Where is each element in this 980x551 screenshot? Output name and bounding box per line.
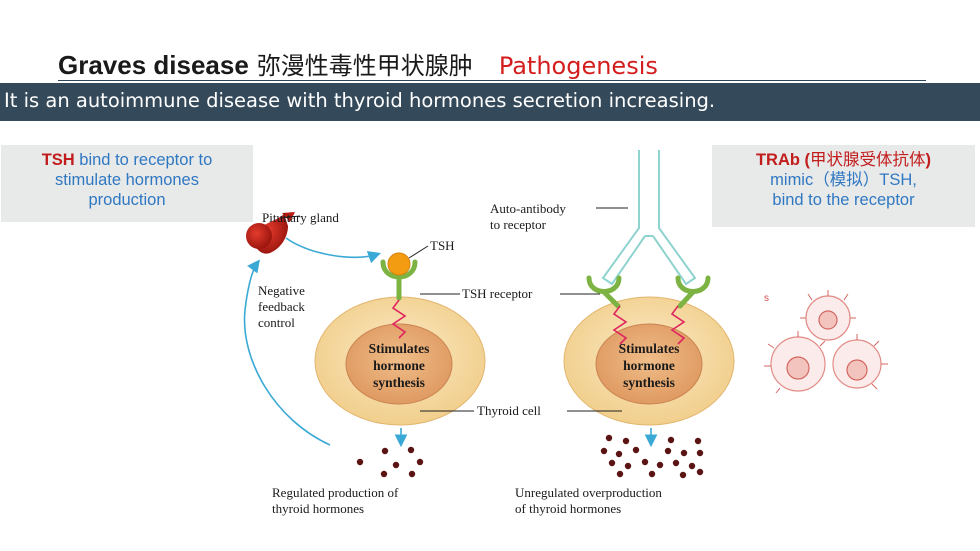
- regulated-caption-1: Regulated production of: [272, 485, 399, 500]
- negative-feedback-label-1: Negative: [258, 283, 305, 298]
- lymphocyte-1: [800, 290, 856, 341]
- pituitary-label: Pituitary gland: [262, 210, 339, 225]
- slide-title: Graves disease 弥漫性毒性甲状腺肿 Pathogenesis: [58, 46, 658, 80]
- regulated-hormones: [356, 446, 424, 478]
- tsh-note-line-1: TSH bind to receptor to: [1, 150, 253, 170]
- thyroid-cell-label: Thyroid cell: [477, 403, 541, 418]
- stim-left-2: hormone: [373, 358, 425, 373]
- trab-note-bold-end: ): [925, 151, 932, 169]
- trab-note-line-2a: mimic（: [770, 171, 830, 189]
- tsh-note-line-3: production: [88, 191, 166, 209]
- tsh-note-line-2: stimulate hormones: [55, 171, 199, 189]
- negative-feedback-label-2: feedback: [258, 299, 305, 314]
- negative-feedback-label-3: control: [258, 315, 295, 330]
- stim-right-3: synthesis: [623, 375, 675, 390]
- regulated-caption-2: thyroid hormones: [272, 501, 364, 516]
- unregulated-caption-1: Unregulated overproduction: [515, 485, 662, 500]
- tsh-receptor-left: [380, 259, 418, 301]
- trab-note-box: TRAb (甲状腺受体抗体) mimic（模拟）TSH, bind to the…: [712, 145, 975, 227]
- stim-left-3: synthesis: [373, 375, 425, 390]
- trab-note-line-2b: ）TSH,: [862, 171, 917, 189]
- auto-antibody-label-2: to receptor: [490, 217, 547, 232]
- tsh-molecule: [387, 252, 411, 276]
- trab-note-bold-zh: 甲状腺受体抗体: [810, 150, 926, 169]
- tsh-receptor-right-2: [675, 275, 711, 309]
- tsh-receptor-label: TSH receptor: [462, 286, 533, 301]
- negative-feedback-arrow: [243, 259, 331, 446]
- trab-note-line-2: mimic（模拟）TSH,: [712, 170, 975, 190]
- nucleus-right: [595, 323, 703, 405]
- signal-zigzag-right-1: [612, 305, 628, 345]
- auto-antibody-label-1: Auto-antibody: [490, 201, 566, 216]
- trab-note-bold: TRAb (: [755, 151, 811, 169]
- banner-text: It is an autoimmune disease with thyroid…: [4, 89, 716, 112]
- unregulated-hormones: [600, 434, 704, 479]
- tsh-pointer: [408, 245, 429, 259]
- trab-note-line-1: TRAb (甲状腺受体抗体): [712, 150, 975, 170]
- title-subtitle: Pathogenesis: [498, 52, 658, 80]
- cells-mark: s: [764, 293, 769, 304]
- trab-note-line-3: bind to the receptor: [772, 191, 915, 209]
- tsh-release-arrow: [285, 237, 382, 264]
- signal-zigzag-right-2: [670, 305, 686, 345]
- signal-zigzag-left: [391, 299, 407, 339]
- lymphocyte-2: [764, 331, 826, 394]
- nucleus-left: [345, 323, 453, 405]
- stim-left-1: Stimulates: [369, 341, 430, 356]
- tsh-note-line-1-rest: bind to receptor to: [74, 151, 213, 169]
- summary-banner: It is an autoimmune disease with thyroid…: [0, 83, 980, 121]
- lymphocyte-cluster: s: [764, 290, 888, 394]
- title-chinese: 弥漫性毒性甲状腺肿: [256, 52, 473, 80]
- stim-right-2: hormone: [623, 358, 675, 373]
- unregulated-caption-2: of thyroid hormones: [515, 501, 621, 516]
- title-underline: [58, 80, 926, 81]
- lymphocyte-3: [832, 334, 888, 390]
- stim-right-1: Stimulates: [619, 341, 680, 356]
- tsh-note-bold: TSH: [41, 151, 75, 169]
- pituitary-pointer: [279, 215, 301, 219]
- tsh-receptor-right-1: [586, 275, 622, 309]
- trab-note-line-2-zh: 模拟: [829, 170, 863, 189]
- tsh-note-box: TSH bind to receptor to stimulate hormon…: [1, 145, 253, 222]
- auto-antibody: [601, 150, 697, 286]
- tsh-label: TSH: [430, 238, 455, 253]
- title-english: Graves disease: [58, 50, 249, 80]
- pituitary-gland: [246, 212, 295, 254]
